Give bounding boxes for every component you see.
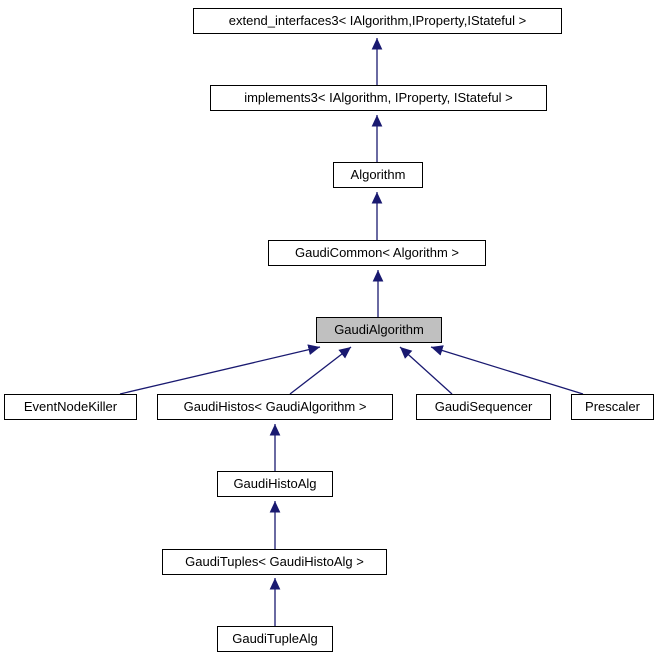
class-node-gaudisequencer[interactable]: GaudiSequencer	[416, 394, 551, 420]
class-node-prescaler[interactable]: Prescaler	[571, 394, 654, 420]
edge-gaudisequencer-to-gaudialgorithm	[399, 346, 453, 395]
class-node-gaudituples[interactable]: GaudiTuples< GaudiHistoAlg >	[162, 549, 387, 575]
class-node-eventnodekiller[interactable]: EventNodeKiller	[4, 394, 137, 420]
class-node-gauditplealg[interactable]: GaudiTupleAlg	[217, 626, 333, 652]
class-node-gaudialgorithm-selected: GaudiAlgorithm	[316, 317, 442, 343]
class-node-gaudihistos[interactable]: GaudiHistos< GaudiAlgorithm >	[157, 394, 393, 420]
class-node-gaudicommon[interactable]: GaudiCommon< Algorithm >	[268, 240, 486, 266]
class-node-extend-interfaces3[interactable]: extend_interfaces3< IAlgorithm,IProperty…	[193, 8, 562, 34]
edge-eventnodekiller-to-gaudialgorithm	[119, 344, 321, 395]
edge-prescaler-to-gaudialgorithm	[430, 345, 584, 395]
class-node-algorithm[interactable]: Algorithm	[333, 162, 423, 188]
class-node-implements3[interactable]: implements3< IAlgorithm, IProperty, ISta…	[210, 85, 547, 111]
class-node-gaudihistoalg[interactable]: GaudiHistoAlg	[217, 471, 333, 497]
edge-gaudihistos-to-gaudialgorithm	[289, 346, 352, 395]
